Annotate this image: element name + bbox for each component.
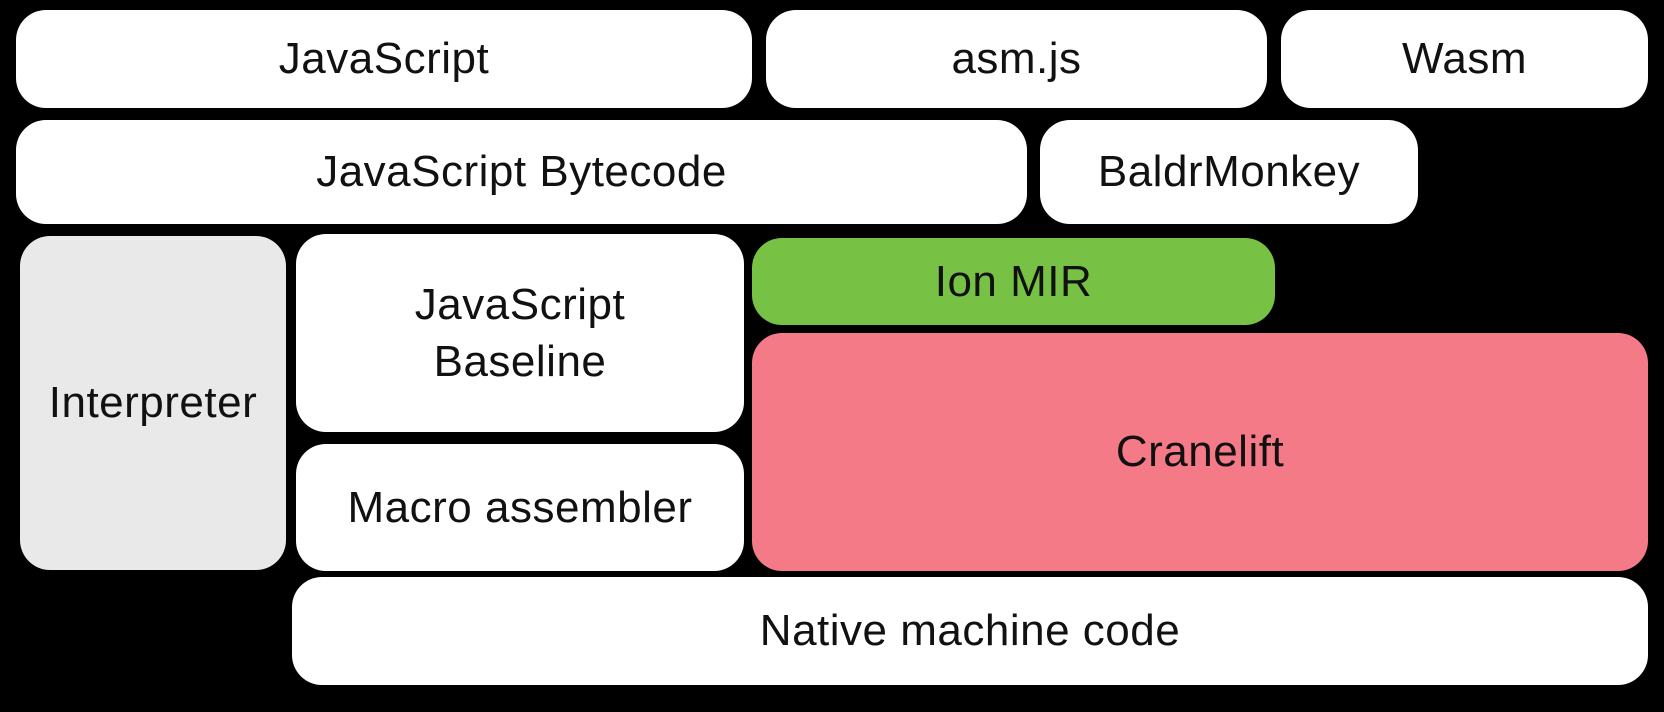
box-baldrmonkey-label: BaldrMonkey — [1097, 147, 1361, 197]
box-javascript-bytecode-label: JavaScript Bytecode — [316, 147, 727, 197]
box-wasm-label: Wasm — [1401, 34, 1528, 84]
box-ion-mir: Ion MIR — [752, 238, 1275, 325]
box-cranelift: Cranelift — [752, 333, 1648, 571]
box-cranelift-label: Cranelift — [1115, 427, 1285, 477]
box-baldrmonkey: BaldrMonkey — [1040, 120, 1418, 224]
box-wasm: Wasm — [1281, 10, 1648, 108]
box-javascript-baseline: JavaScript Baseline — [296, 234, 744, 432]
box-asm-js-label: asm.js — [951, 34, 1082, 84]
box-macro-assembler-label: Macro assembler — [347, 482, 693, 532]
box-interpreter-label: Interpreter — [48, 378, 258, 428]
box-javascript-bytecode: JavaScript Bytecode — [16, 120, 1027, 224]
box-javascript-baseline-label: JavaScript Baseline — [414, 279, 626, 386]
box-javascript: JavaScript — [16, 10, 752, 108]
box-ion-mir-label: Ion MIR — [934, 256, 1093, 306]
box-javascript-label: JavaScript — [278, 34, 490, 84]
box-asm-js: asm.js — [766, 10, 1267, 108]
box-macro-assembler: Macro assembler — [296, 444, 744, 571]
box-interpreter: Interpreter — [20, 236, 286, 570]
box-native-machine-code: Native machine code — [292, 577, 1648, 685]
box-native-machine-code-label: Native machine code — [759, 606, 1181, 656]
